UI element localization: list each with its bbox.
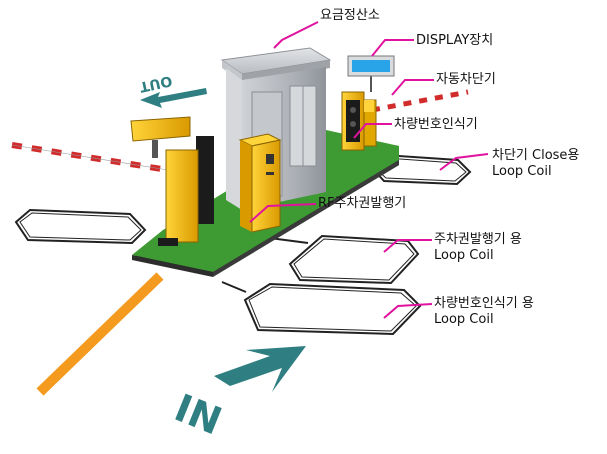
label-dispenser-coil: 주차권발행기 용 Loop Coil (434, 232, 522, 263)
label-barrier-close-coil: 차단기 Close용 Loop Coil (492, 148, 580, 179)
label-toll-booth: 요금정산소 (320, 8, 380, 23)
leader-toll-booth (273, 21, 319, 49)
leader-rf-dispenser (249, 203, 317, 223)
in-direction-arrow: IN (169, 346, 306, 444)
in-arrow-text: IN (169, 386, 228, 444)
leader-plate-reader (353, 123, 392, 139)
right-barrier-arm (371, 89, 469, 113)
label-reader-coil: 차량번호인식기 용 Loop Coil (434, 296, 534, 327)
label-barrier: 자동차단기 (436, 72, 496, 87)
leader-barrier-close-coil (439, 153, 489, 171)
loop-coil-left (14, 208, 147, 245)
leader-reader-coil (383, 303, 433, 319)
left-barrier-arm (11, 142, 169, 173)
label-display: DISPLAY장치 (416, 33, 494, 48)
left-barrier-unit (130, 116, 214, 246)
leader-barrier (391, 79, 434, 96)
leader-display (371, 39, 414, 57)
plate-reader-unit (341, 91, 377, 151)
label-rf-dispenser: RF주차권발행기 (318, 196, 407, 211)
rf-ticket-dispenser (238, 133, 282, 233)
loop-coil-plate-reader (221, 281, 422, 336)
leader-lines (249, 21, 489, 319)
display-device (347, 55, 395, 92)
out-arrow-text: OUT (138, 72, 174, 95)
lane-guide-line (36, 272, 164, 396)
out-direction-arrow: OUT (138, 72, 207, 108)
leader-dispenser-coil (383, 239, 432, 253)
label-plate-reader: 차량번호인식기 (394, 117, 478, 132)
